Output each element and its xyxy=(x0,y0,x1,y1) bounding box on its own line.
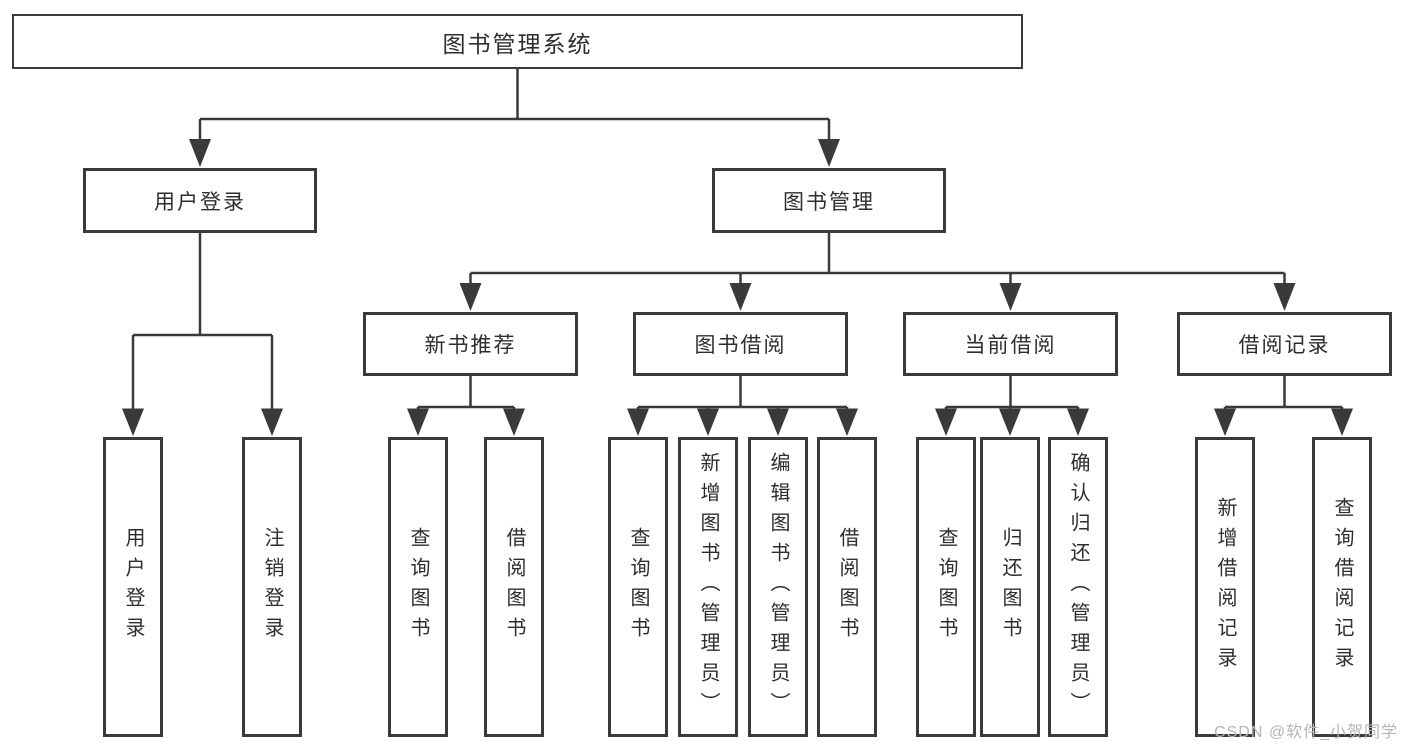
csdn-watermark: CSDN @软件_小贺同学 xyxy=(1214,724,1398,741)
wire-current-borrow xyxy=(944,376,1080,410)
wire-borrow-records xyxy=(1223,376,1344,410)
leaf-borrow-books-recommend: 借阅图书 xyxy=(484,437,544,737)
leaf-query-books-borrow: 查询图书 xyxy=(608,437,668,737)
leaf-logout: 注销登录 xyxy=(242,437,302,737)
leaf-add-book-admin: 新增图书（管理员） xyxy=(678,437,738,737)
node-library-management-system: 图书管理系统 xyxy=(12,14,1023,69)
branch-book-management: 图书管理 xyxy=(712,168,946,233)
branch-current-borrow: 当前借阅 xyxy=(903,312,1118,376)
leaf-query-borrow-record: 查询借阅记录 xyxy=(1312,437,1372,737)
wire-user-login xyxy=(131,233,274,410)
branch-book-borrow: 图书借阅 xyxy=(633,312,848,376)
leaf-borrow-books: 借阅图书 xyxy=(817,437,877,737)
leaf-return-books: 归还图书 xyxy=(980,437,1040,737)
leaf-user-login: 用户登录 xyxy=(103,437,163,737)
leaf-add-borrow-record: 新增借阅记录 xyxy=(1195,437,1255,737)
leaf-confirm-return-admin: 确认归还（管理员） xyxy=(1048,437,1108,737)
branch-user-login: 用户登录 xyxy=(83,168,317,233)
wire-book-borrow xyxy=(636,376,849,410)
leaf-query-books-recommend: 查询图书 xyxy=(388,437,448,737)
wire-root xyxy=(198,69,831,141)
wire-book-management xyxy=(469,233,1286,284)
branch-borrow-records: 借阅记录 xyxy=(1177,312,1392,376)
wire-new-book xyxy=(416,376,516,410)
branch-new-book-recommend: 新书推荐 xyxy=(363,312,578,376)
leaf-edit-book-admin: 编辑图书（管理员） xyxy=(748,437,808,737)
leaf-query-books-current: 查询图书 xyxy=(916,437,976,737)
